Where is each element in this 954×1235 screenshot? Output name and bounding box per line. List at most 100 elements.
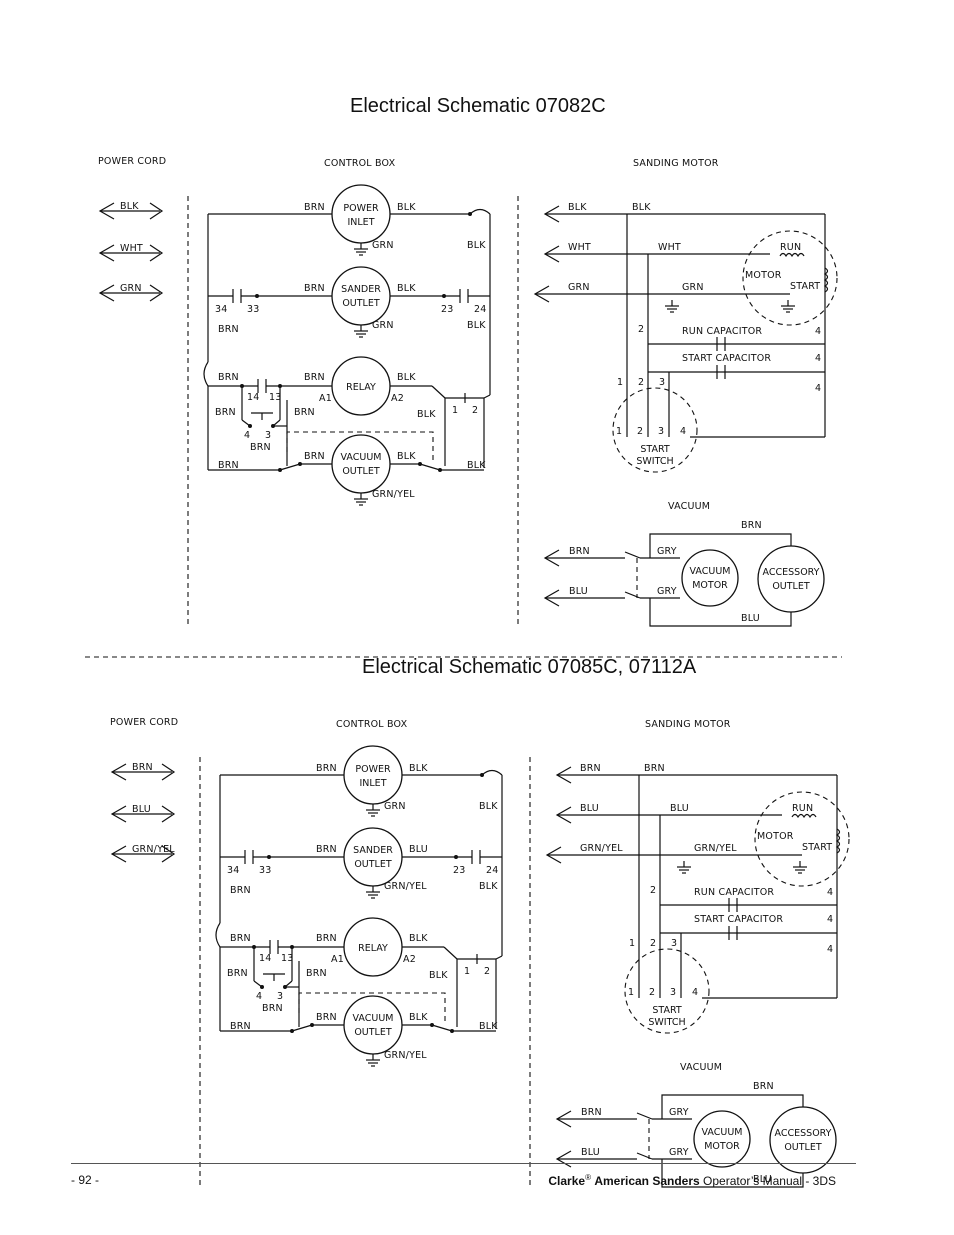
accessory-outlet-label: OUTLET [784, 1142, 822, 1153]
terminal-label: 1 [628, 987, 634, 998]
vacuum-outlet [343, 995, 403, 1055]
vacuum-motor-label: VACUUM [690, 566, 731, 577]
power-inlet [331, 184, 391, 244]
junction-dot [418, 462, 422, 466]
sander-outlet-label: OUTLET [354, 859, 392, 870]
wire-label: BRN [580, 763, 601, 774]
terminal-label: 1 [616, 426, 622, 437]
wire-label: BLU [581, 1147, 600, 1158]
start-switch-label: START [640, 444, 670, 455]
wire-label: BLK [479, 881, 498, 892]
terminal-label: 34 [215, 304, 228, 315]
junction-dot [298, 462, 302, 466]
terminal-label: 2 [472, 405, 478, 416]
wire-label: GRN [372, 240, 394, 251]
relay-link [286, 431, 434, 460]
vacuum-motor-label: MOTOR [692, 580, 728, 591]
wire-label: GRY [669, 1107, 689, 1118]
wire-label: BLK [632, 202, 651, 213]
motor-run-label: RUN [792, 803, 813, 814]
motor-wire-blk-head [543, 205, 560, 223]
wire-label: BRN [316, 763, 337, 774]
junction-dot [248, 424, 252, 428]
terminal-label: 4 [815, 383, 821, 394]
switch-blade [431, 1024, 453, 1032]
junction-dot [310, 1023, 314, 1027]
terminal-label: 4 [815, 353, 821, 364]
wire-label: BRN [644, 763, 665, 774]
terminal-label: 3 [670, 987, 676, 998]
vacuum-motor [693, 1110, 751, 1168]
sander-outlet [343, 827, 403, 887]
motor-wire-wht-head [555, 806, 572, 824]
terminal-label: 4 [244, 430, 250, 441]
junction-dot [442, 294, 446, 298]
terminal-label: 13 [281, 953, 294, 964]
switch-blade [624, 591, 641, 599]
start-switch [624, 948, 710, 1034]
motor-start-label: START [790, 281, 820, 292]
terminal-label: 4 [827, 914, 833, 925]
switch-blade [636, 1152, 653, 1160]
wire-label: BRN [316, 1012, 337, 1023]
run-capacitor-label: RUN CAPACITOR [694, 887, 774, 898]
switch-blade [291, 1024, 313, 1032]
section-control-box: CONTROL BOX [336, 719, 408, 730]
wire-label: BLK [568, 202, 587, 213]
motor-start-label: START [802, 842, 832, 853]
accessory-outlet-label: ACCESSORY [763, 567, 820, 578]
vac-wire-blu-head [555, 1150, 572, 1168]
wire-label: BLK [479, 801, 498, 812]
wire-label: BLU [670, 803, 689, 814]
section-sanding-motor: SANDING MOTOR [645, 719, 731, 730]
wire-label: BRN [230, 1021, 251, 1032]
cord-wire-0-tail [149, 202, 164, 220]
terminal-label: 1 [617, 377, 623, 388]
cord-wire-1-tail [149, 244, 164, 262]
wire-jumper [215, 922, 221, 948]
wire-label: BLK [467, 320, 486, 331]
wire-label: BLU [569, 586, 588, 597]
wire-label: BRN [304, 283, 325, 294]
vacuum-motor-label: MOTOR [704, 1141, 740, 1152]
terminal-label: 4 [827, 887, 833, 898]
junction-dot [278, 468, 282, 472]
cord-wire-0-tail [161, 763, 176, 781]
page-footer: - 92 - Clarke® American Sanders Operator… [71, 1163, 856, 1188]
wire [661, 1094, 804, 1119]
motor-wire-blk-head [555, 766, 572, 784]
motor-run-label: RUN [780, 242, 801, 253]
accessory-outlet-label: OUTLET [772, 581, 810, 592]
wire-label: BRN [230, 885, 251, 896]
motor-housing [742, 230, 838, 326]
start-capacitor-label: START CAPACITOR [694, 914, 783, 925]
wire-label: GRN/YEL [580, 843, 623, 854]
wire-label: BLK [479, 1021, 498, 1032]
wire-label: BRN [294, 407, 315, 418]
cord-wire-0-head [98, 202, 115, 220]
terminal-label: 1 [464, 966, 470, 977]
cord-wire-0-head [110, 763, 127, 781]
junction-dot [255, 294, 259, 298]
wire-label: GRN [682, 282, 704, 293]
power-inlet-label: POWER [355, 764, 391, 775]
section-power-cord: POWER CORD [98, 156, 166, 167]
motor-housing [754, 791, 850, 887]
wire-jumper [203, 361, 209, 387]
wire [443, 946, 458, 960]
vacuum-outlet-label: VACUUM [353, 1013, 394, 1024]
vacuum-motor-label: VACUUM [702, 1127, 743, 1138]
cord-wire-1-head [98, 244, 115, 262]
wire [649, 598, 792, 627]
section-sanding-motor: SANDING MOTOR [633, 158, 719, 169]
junction-dot [468, 212, 472, 216]
vac-wire-brn-head [543, 549, 560, 567]
sander-outlet-label: OUTLET [342, 298, 380, 309]
wire-label: BLK [397, 283, 416, 294]
run-winding [779, 252, 805, 258]
wire-jumper [469, 208, 491, 215]
wire-label: GRN [568, 282, 590, 293]
start-winding [823, 267, 829, 293]
company-name: American Sanders [594, 1174, 700, 1188]
terminal-label: 23 [453, 865, 466, 876]
